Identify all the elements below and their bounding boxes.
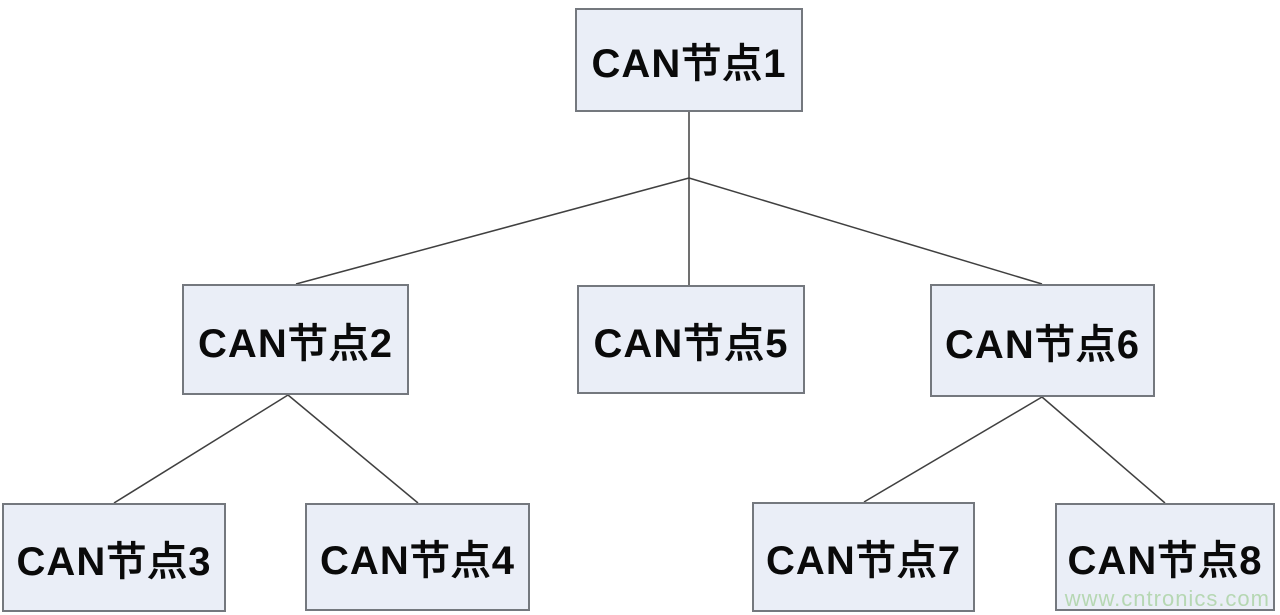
- node-label: CAN节点6: [945, 322, 1140, 367]
- node-label: CAN节点8: [1067, 539, 1263, 583]
- node-can-node-2: CAN节点2: [182, 284, 409, 395]
- edge-node6-node7: [863, 396, 1043, 503]
- node-can-node-8: CAN节点8: [1055, 503, 1275, 611]
- watermark-text: www.cntronics.com: [1064, 586, 1270, 611]
- node-can-node-6: CAN节点6: [930, 284, 1155, 397]
- node-label: CAN节点3: [16, 539, 212, 584]
- node-label: CAN节点1: [591, 42, 787, 86]
- node-label: CAN节点2: [198, 321, 393, 366]
- node-can-node-1: CAN节点1: [575, 8, 803, 112]
- edge-node2-node3: [113, 394, 289, 504]
- edge-node6-node8: [1041, 396, 1166, 504]
- node-can-node-3: CAN节点3: [2, 503, 226, 612]
- node-can-node-5: CAN节点5: [577, 285, 805, 394]
- node-label: CAN节点4: [320, 539, 515, 583]
- node-label: CAN节点7: [766, 539, 961, 583]
- node-label: CAN节点5: [593, 321, 789, 366]
- edge-node1-node6: [688, 177, 1043, 285]
- edge-node2-node4: [287, 394, 419, 504]
- node-can-node-7: CAN节点7: [752, 502, 975, 612]
- node-can-node-4: CAN节点4: [305, 503, 530, 611]
- edge-node1-node2: [295, 177, 690, 285]
